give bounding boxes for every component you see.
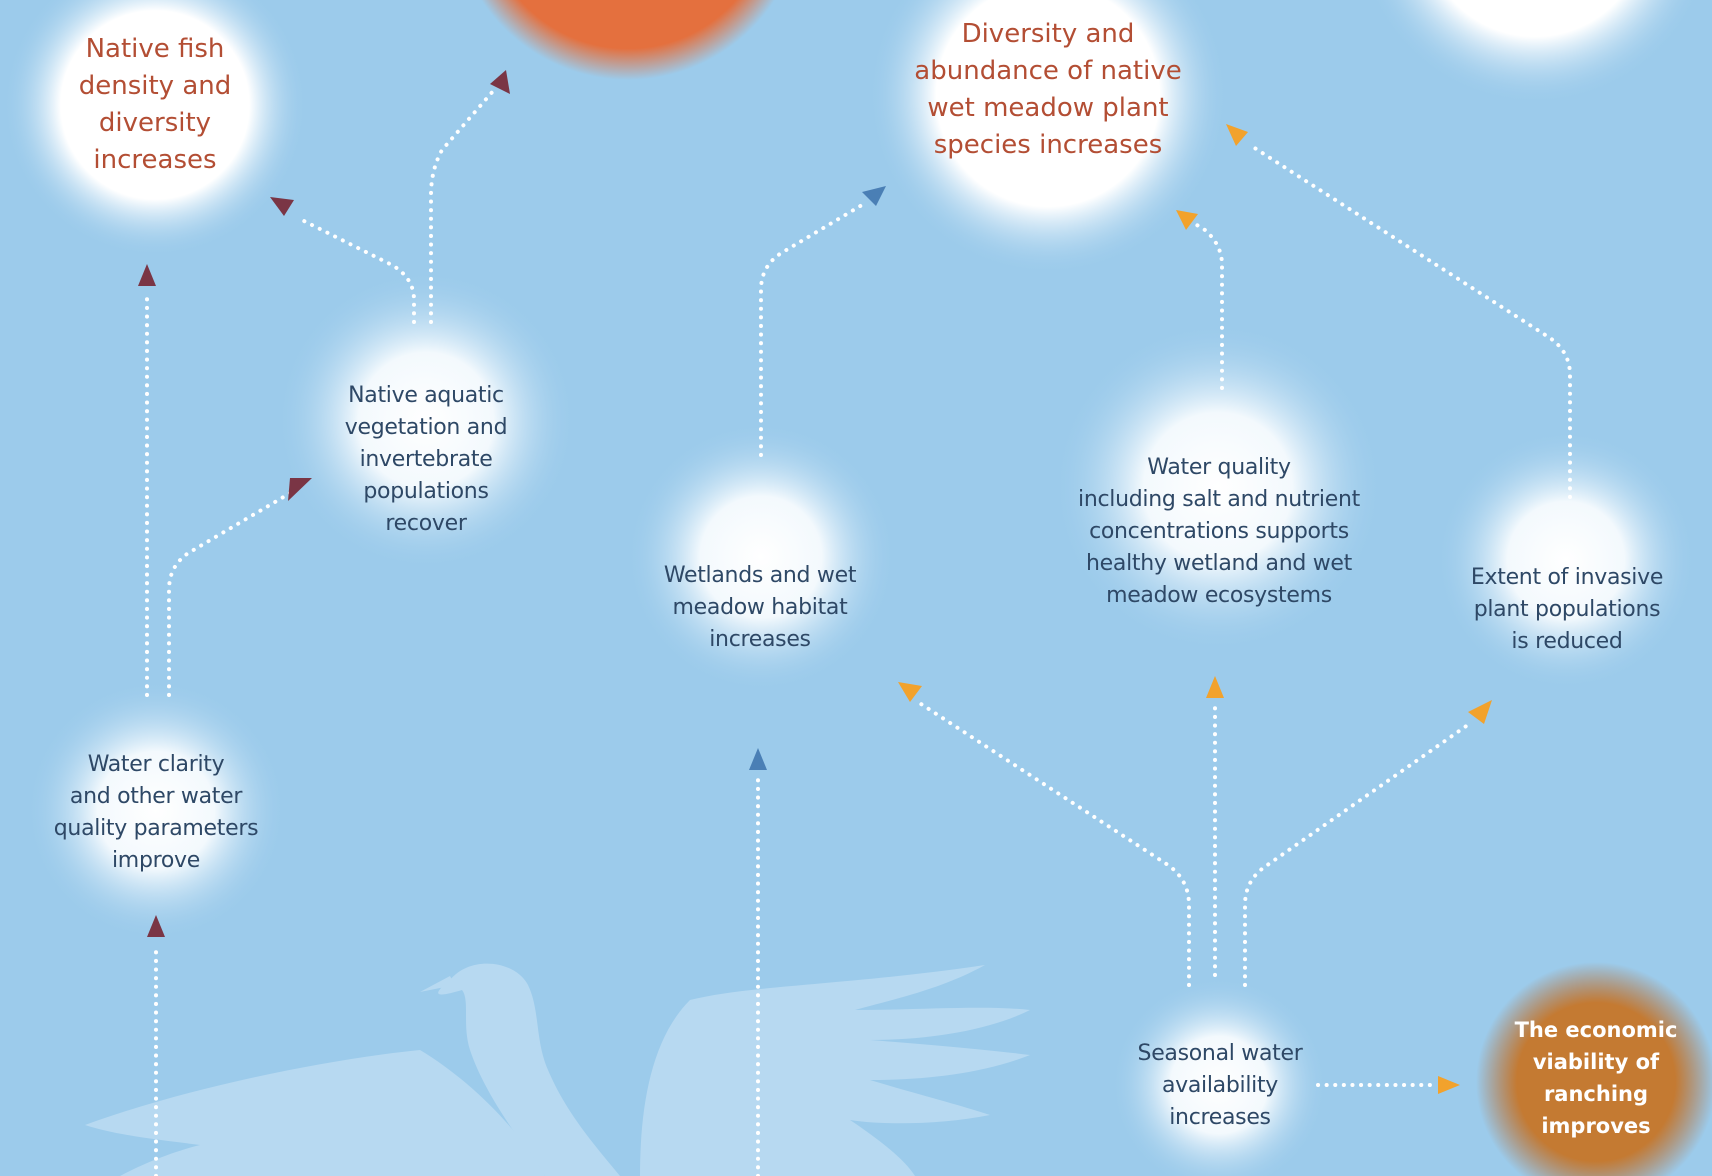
node-aquatic-veg: Native aquatic vegetation and invertebra… — [316, 375, 536, 545]
node-wetlands-label: Wetlands and wet meadow habitat increase… — [663, 563, 857, 652]
node-seasonal: Seasonal water availability increases — [1130, 1036, 1310, 1136]
bubble-fish — [3, 0, 307, 257]
connector-aquatic-to-fish — [296, 216, 416, 324]
bubble-invasive — [1436, 430, 1696, 690]
connector-aquatic-to-top — [429, 88, 496, 324]
arrowhead-plants-from-wetlands — [862, 186, 886, 206]
node-invasive-label: Extent of invasive plant populations is … — [1470, 565, 1664, 654]
arrowhead-top-from-aquatic — [490, 70, 510, 94]
node-clarity-label: Water clarity and other water quality pa… — [53, 752, 259, 873]
arrowhead-to-fish — [138, 264, 156, 286]
heron-silhouette — [85, 963, 1030, 1176]
connector-seasonal-to-wetlands — [916, 700, 1191, 987]
node-seasonal-label: Seasonal water availability increases — [1137, 1041, 1303, 1130]
top-right-bubble — [1371, 0, 1699, 105]
node-water-quality: Water quality including salt and nutrien… — [1060, 452, 1378, 612]
node-aquatic-veg-label: Native aquatic vegetation and invertebra… — [344, 383, 508, 536]
connector-water-quality-to-plants — [1190, 220, 1224, 390]
arrowhead-plants-from-invasive — [1226, 124, 1248, 146]
arrowhead-wetlands-from-seasonal — [898, 682, 922, 702]
arrowhead-plants-from-water-quality — [1176, 210, 1198, 230]
node-invasive: Extent of invasive plant populations is … — [1460, 560, 1674, 660]
bubble-seasonal — [1111, 977, 1327, 1176]
connector-invasive-to-plants — [1248, 143, 1572, 499]
arrowhead-to-wetlands — [749, 748, 767, 770]
node-water-quality-label: Water quality including salt and nutrien… — [1078, 455, 1360, 608]
arrowhead-to-clarity — [147, 915, 165, 937]
arrowhead-ranching-from-seasonal — [1438, 1076, 1460, 1094]
connector-wetlands-to-plants — [759, 203, 864, 457]
node-plants-label: Diversity and abundance of native wet me… — [914, 19, 1182, 160]
arrowhead-fish-from-aquatic — [270, 197, 294, 216]
node-fish: Native fish density and diversity increa… — [40, 30, 270, 180]
node-fish-label: Native fish density and diversity increa… — [78, 34, 232, 175]
node-wetlands: Wetlands and wet meadow habitat increase… — [655, 558, 865, 658]
node-plants: Diversity and abundance of native wet me… — [888, 15, 1208, 165]
arrowhead-water-quality-from-seasonal — [1206, 676, 1224, 698]
node-ranching-label: The economic viability of ranching impro… — [1514, 1018, 1678, 1138]
connector-seasonal-to-invasive — [1243, 720, 1474, 987]
bubble-water-quality — [1053, 322, 1383, 652]
bubble-aquatic-veg — [276, 270, 576, 570]
arrowhead-invasive-from-seasonal — [1468, 700, 1492, 724]
bubble-clarity — [26, 680, 286, 940]
node-ranching: The economic viability of ranching impro… — [1510, 1008, 1682, 1148]
bubble-plants — [868, 0, 1228, 275]
bubble-wetlands — [626, 422, 896, 692]
connector-clarity-to-aquatic — [167, 490, 294, 697]
node-clarity: Water clarity and other water quality pa… — [46, 746, 266, 880]
arrowhead-aquatic-from-clarity — [288, 478, 312, 501]
top-orange-bubble — [481, 0, 775, 80]
bubble-ranching — [1476, 962, 1712, 1176]
